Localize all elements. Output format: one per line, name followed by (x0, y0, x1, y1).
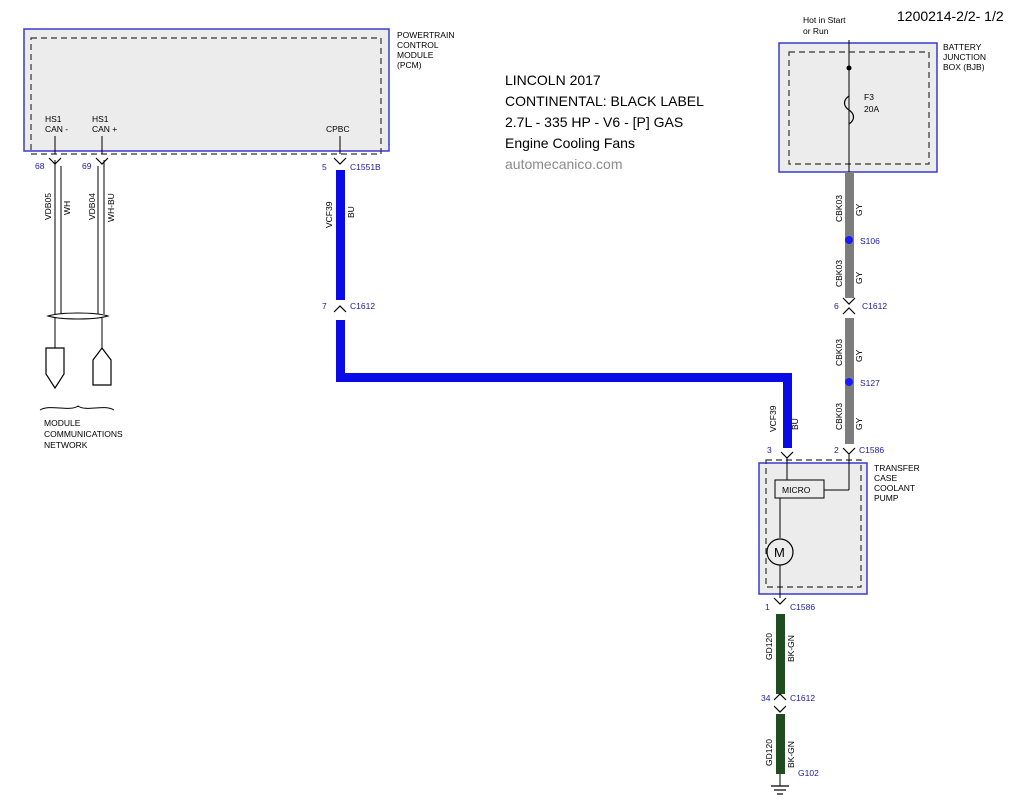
gray-wire-cbk03 (842, 172, 856, 455)
title-line-3: 2.7L - 335 HP - V6 - [P] GAS (505, 114, 683, 130)
pcm-pin-can-minus-2: CAN - (45, 124, 68, 134)
connector-c1612-ground: C1612 (790, 693, 815, 703)
gray-seg2-color: GY (854, 271, 864, 284)
pcm-pin-can-minus-1: HS1 (45, 114, 62, 124)
splice-s106-dot (845, 236, 853, 244)
color-wh-bu: WH-BU (106, 193, 116, 222)
splice-s127-dot (845, 378, 853, 386)
micro-block (774, 479, 825, 499)
pcm-name-2: CONTROL (397, 40, 439, 50)
pin-2: 2 (834, 445, 839, 455)
fuse-icon (843, 95, 855, 125)
connector-c1612-blue: C1612 (350, 301, 375, 311)
gray-seg1-circuit: CBK03 (834, 195, 844, 222)
connector-c1586-top: C1586 (859, 445, 884, 455)
pin-6: 6 (834, 301, 839, 311)
gray-seg3-circuit: CBK03 (834, 339, 844, 366)
connector-c1612-gray: C1612 (862, 301, 887, 311)
motor-label: M (774, 545, 785, 560)
battery-junction-box (778, 40, 938, 173)
splice-s127: S127 (860, 378, 880, 388)
bjb-name-2: JUNCTION (943, 52, 986, 62)
gray-seg3-color: GY (854, 349, 864, 362)
pcm-name-1: POWERTRAIN (397, 30, 454, 40)
title-line-4: Engine Cooling Fans (505, 135, 635, 151)
ground-seg1-color: BK-GN (786, 635, 796, 662)
gray-seg1-color: GY (854, 203, 864, 216)
title-line-1: LINCOLN 2017 (505, 72, 601, 88)
ground-seg2-color: BK-GN (786, 741, 796, 768)
pcm-name-4: (PCM) (397, 60, 422, 70)
gray-seg2-circuit: CBK03 (834, 260, 844, 287)
ground-seg2-circuit: GD120 (764, 739, 774, 766)
bjb-name-1: BATTERY (943, 42, 982, 52)
circuit-vdb04: VDB04 (87, 193, 97, 220)
splice-s106: S106 (860, 236, 880, 246)
pin-69: 69 (82, 161, 92, 171)
micro-label: MICRO (782, 485, 811, 495)
gray-seg4-color: GY (854, 417, 864, 430)
page-id: 1200214-2/2- 1/2 (897, 8, 1004, 24)
network-label-1: MODULE (44, 418, 81, 428)
pump-name-4: PUMP (874, 493, 899, 503)
pcm-module (23, 28, 390, 155)
pin-34: 34 (761, 693, 771, 703)
fuse-rating: 20A (864, 104, 879, 114)
pump-name-1: TRANSFER (874, 463, 920, 473)
pcm-pin-cpbc: CPBC (326, 124, 350, 134)
ground-g102: G102 (798, 768, 819, 778)
pin-3: 3 (767, 445, 772, 455)
network-label-2: COMMUNICATIONS (44, 429, 123, 439)
ground-wire-gd120 (771, 597, 789, 795)
pcm-pin-can-plus-1: HS1 (92, 114, 109, 124)
pin-7: 7 (322, 301, 327, 311)
bjb-supply-2: or Run (803, 26, 829, 36)
connector-c1586-bottom: C1586 (790, 602, 815, 612)
bjb-name-3: BOX (BJB) (943, 62, 985, 72)
network-label-3: NETWORK (44, 440, 88, 450)
circuit-vcf39-top: VCF39 (324, 201, 334, 228)
color-bu-top: BU (346, 206, 356, 218)
fuse-name: F3 (864, 92, 874, 102)
pin-68: 68 (35, 161, 45, 171)
color-wh: WH (62, 201, 72, 215)
gray-seg4-circuit: CBK03 (834, 403, 844, 430)
pin-5: 5 (322, 162, 327, 172)
transfer-case-coolant-pump (758, 454, 868, 598)
circuit-vdb05: VDB05 (43, 193, 53, 220)
ground-seg1-circuit: GD120 (764, 633, 774, 660)
blue-wire-vcf39 (333, 157, 794, 459)
title-line-2: CONTINENTAL: BLACK LABEL (505, 93, 704, 109)
circuit-vcf39-bottom: VCF39 (768, 405, 778, 432)
watermark: automecanico.com (505, 156, 623, 172)
pcm-name-3: MODULE (397, 50, 434, 60)
connector-c1551b: C1551B (350, 162, 381, 172)
can-wires (39, 157, 115, 411)
pcm-pin-can-plus-2: CAN + (92, 124, 117, 134)
pin-1: 1 (765, 602, 770, 612)
bjb-supply-1: Hot in Start (803, 15, 846, 25)
color-bu-bottom: BU (790, 418, 800, 430)
pump-name-2: CASE (874, 473, 897, 483)
pump-name-3: COOLANT (874, 483, 915, 493)
